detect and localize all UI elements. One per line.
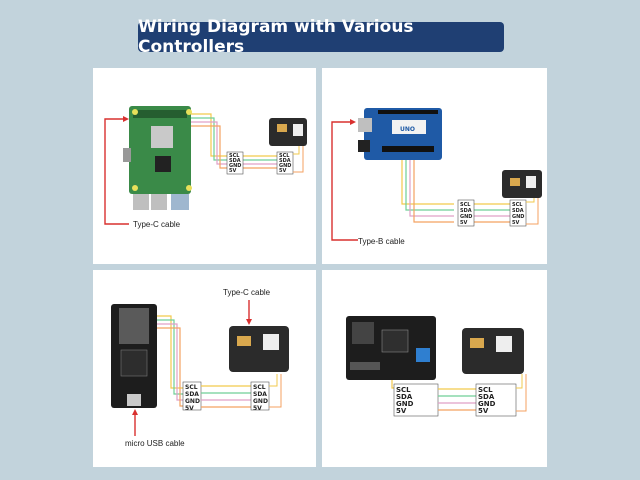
pin-label-5v: 5V xyxy=(279,168,286,174)
pin-label-5v: 5V xyxy=(512,220,519,226)
pin-label-gnd: GND xyxy=(229,163,241,169)
pin-label-gnd: GND xyxy=(396,400,414,408)
svg-text:UNO: UNO xyxy=(400,126,415,133)
pin-label-gnd: GND xyxy=(279,163,291,169)
pin-label-5v: 5V xyxy=(460,220,467,226)
pin-label-5v: 5V xyxy=(185,405,194,412)
pin-label-scl: SCL xyxy=(396,386,411,394)
pin-label-sda: SDA xyxy=(185,391,199,398)
cable-label: Type-C cable xyxy=(223,288,271,297)
panel-controller: SCL SDA GND 5V SCL SDA GND 5V xyxy=(322,270,547,467)
pin-label-scl: SCL xyxy=(478,386,493,394)
cable-label: Type-C cable xyxy=(133,220,181,229)
pin-label-5v: 5V xyxy=(253,405,262,412)
cable-arrow xyxy=(331,121,358,241)
pin-label-5v: 5V xyxy=(396,407,407,415)
display-module xyxy=(462,328,524,374)
controller-diagram: SCL SDA GND 5V SCL SDA GND 5V xyxy=(346,316,527,417)
panel-arduino: UNO SCL SDA GND 5V SCL SDA GND 5V Type-B… xyxy=(322,68,547,264)
pin-label-scl: SCL xyxy=(253,384,266,391)
display-module xyxy=(229,326,289,372)
pin-label-sda: SDA xyxy=(512,208,524,214)
pin-label-scl: SCL xyxy=(279,153,290,159)
pin-label-5v: 5V xyxy=(229,168,236,174)
pin-label-gnd: GND xyxy=(512,214,524,220)
raspberry-pi-diagram: SCL SDA GND 5V SCL SDA GND 5V Type-C cab… xyxy=(104,106,307,229)
pin-label-sda: SDA xyxy=(253,391,267,398)
pin-label-scl: SCL xyxy=(512,202,523,208)
pin-label-sda: SDA xyxy=(460,208,472,214)
arduino-diagram: UNO SCL SDA GND 5V SCL SDA GND 5V Type-B… xyxy=(331,108,542,246)
pin-label-sda: SDA xyxy=(229,158,241,164)
pin-label-gnd: GND xyxy=(460,214,472,220)
esp32-diagram: SCL SDA GND 5V SCL SDA GND 5V Type-C cab… xyxy=(111,288,289,448)
panel-raspberry-pi: SCL SDA GND 5V SCL SDA GND 5V Type-C cab… xyxy=(93,68,316,264)
panel-esp32: SCL SDA GND 5V SCL SDA GND 5V Type-C cab… xyxy=(93,270,316,467)
pin-label-gnd: GND xyxy=(185,398,200,405)
pin-label-gnd: GND xyxy=(253,398,268,405)
page-title: Wiring Diagram with Various Controllers xyxy=(138,17,504,57)
pin-label-scl: SCL xyxy=(229,153,240,159)
pin-label-scl: SCL xyxy=(185,384,198,391)
raspberry-pi-board xyxy=(129,106,191,194)
cable-label: Type-B cable xyxy=(358,237,405,246)
pin-label-sda: SDA xyxy=(478,393,495,401)
pin-label-5v: 5V xyxy=(478,407,489,415)
pin-label-sda: SDA xyxy=(279,158,291,164)
pin-label-gnd: GND xyxy=(478,400,496,408)
cable-label-micro-usb: micro USB cable xyxy=(125,439,185,448)
pin-label-sda: SDA xyxy=(396,393,413,401)
pin-label-scl: SCL xyxy=(460,202,471,208)
cable-arrow xyxy=(104,118,129,225)
